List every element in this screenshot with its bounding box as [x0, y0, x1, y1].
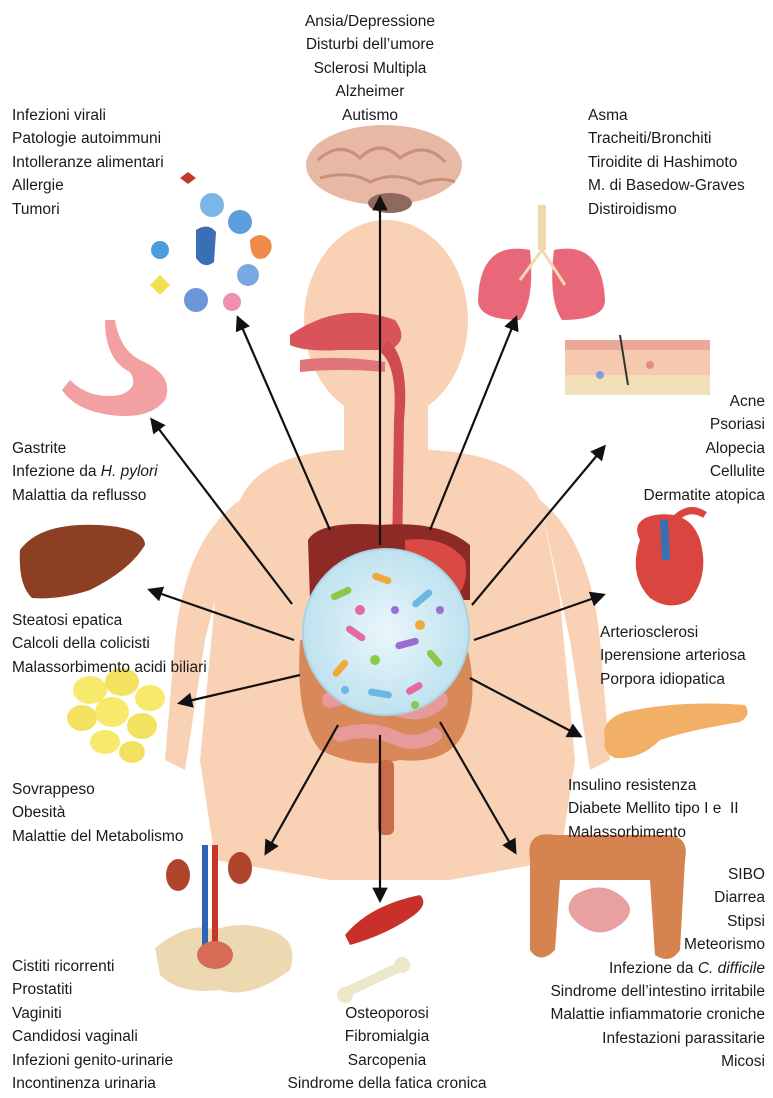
label-heart: Arteriosclerosi Iperensione arteriosa Po…	[600, 621, 746, 691]
stomach-line: Infezione da H. pylori	[12, 460, 158, 483]
intestine-line: Micosi	[550, 1050, 765, 1073]
musculo-line: Sindrome della fatica cronica	[252, 1072, 522, 1095]
heart-icon	[636, 511, 705, 606]
skin-line: Alopecia	[644, 437, 765, 460]
brain-line: Ansia/Depressione	[290, 10, 450, 33]
lungs-line: Distiroidismo	[588, 198, 745, 221]
intestine-line: Malattie infiammatorie croniche	[550, 1003, 765, 1026]
label-skin: Acne Psoriasi Alopecia Cellulite Dermati…	[644, 390, 765, 507]
stomach-line: Gastrite	[12, 437, 158, 460]
skin-line: Dermatite atopica	[644, 484, 765, 507]
lungs-line: Tracheiti/Bronchiti	[588, 127, 745, 150]
lungs-line: M. di Basedow-Graves	[588, 174, 745, 197]
heart-line: Iperensione arteriosa	[600, 644, 746, 667]
muscle-bone-icon	[337, 895, 423, 1003]
musculo-line: Osteoporosi	[252, 1002, 522, 1025]
fat-line: Obesità	[12, 801, 183, 824]
urogenital-line: Infezioni genito-urinarie	[12, 1049, 173, 1072]
lungs-line: Tiroidite di Hashimoto	[588, 151, 745, 174]
immune-line: Infezioni virali	[12, 104, 164, 127]
immune-line: Intolleranze alimentari	[12, 151, 164, 174]
skin-layers-icon	[565, 335, 710, 395]
skin-line: Psoriasi	[644, 413, 765, 436]
liver-line: Malassorbimento acidi biliari	[12, 656, 207, 679]
skin-line: Cellulite	[644, 460, 765, 483]
label-stomach: Gastrite Infezione da H. pylori Malattia…	[12, 437, 158, 507]
liver-line: Calcoli della colicisti	[12, 632, 207, 655]
label-fat: Sovrappeso Obesità Malattie del Metaboli…	[12, 778, 183, 848]
musculo-line: Fibromialgia	[252, 1025, 522, 1048]
brain-line: Sclerosi Multipla	[290, 57, 450, 80]
immune-line: Patologie autoimmuni	[12, 127, 164, 150]
intestine-line: Infezione da C. difficile	[550, 957, 765, 980]
brain-line: Autismo	[290, 104, 450, 127]
cdiff-text: Infezione da	[609, 960, 698, 977]
microbiota-icon	[303, 549, 469, 715]
intestine-line: Infestazioni parassitarie	[550, 1027, 765, 1050]
intestine-line: SIBO	[550, 863, 765, 886]
skin-line: Acne	[644, 390, 765, 413]
label-lungs: Asma Tracheiti/Bronchiti Tiroidite di Ha…	[588, 104, 745, 221]
label-immune: Infezioni virali Patologie autoimmuni In…	[12, 104, 164, 221]
immune-line: Allergie	[12, 174, 164, 197]
heart-line: Arteriosclerosi	[600, 621, 746, 644]
label-musculoskeletal: Osteoporosi Fibromialgia Sarcopenia Sind…	[252, 1002, 522, 1096]
stomach-line2-italic: H. pylori	[101, 463, 158, 480]
immune-cells-icon	[150, 172, 272, 312]
stomach-line2-text: Infezione da	[12, 463, 101, 480]
fat-line: Malattie del Metabolismo	[12, 825, 183, 848]
intestine-line: Diarrea	[550, 886, 765, 909]
lungs-line: Asma	[588, 104, 745, 127]
brain-line: Disturbi dell’umore	[290, 33, 450, 56]
fat-cells-icon	[67, 668, 165, 763]
fat-line: Sovrappeso	[12, 778, 183, 801]
intestine-line: Stipsi	[550, 910, 765, 933]
intestine-line: Sindrome dell’intestino irritabile	[550, 980, 765, 1003]
label-brain: Ansia/Depressione Disturbi dell’umore Sc…	[290, 10, 450, 127]
urogenital-line: Cistiti ricorrenti	[12, 955, 173, 978]
brain-icon	[306, 125, 462, 213]
cdiff-italic: C. difficile	[698, 960, 765, 977]
pancreas-line: Malassorbimento	[568, 821, 739, 844]
pancreas-line: Diabete Mellito tipo I e II	[568, 797, 739, 820]
urogenital-line: Incontinenza urinaria	[12, 1072, 173, 1095]
liver-icon	[20, 525, 145, 599]
stomach-line: Malattia da reflusso	[12, 484, 158, 507]
urogenital-line: Vaginiti	[12, 1002, 173, 1025]
pancreas-icon	[604, 704, 747, 759]
stomach-icon	[62, 320, 167, 416]
label-liver: Steatosi epatica Calcoli della colicisti…	[12, 609, 207, 679]
urogenital-line: Candidosi vaginali	[12, 1025, 173, 1048]
immune-line: Tumori	[12, 198, 164, 221]
liver-line: Steatosi epatica	[12, 609, 207, 632]
intestine-line: Meteorismo	[550, 933, 765, 956]
urogenital-line: Prostatiti	[12, 978, 173, 1001]
musculo-line: Sarcopenia	[252, 1049, 522, 1072]
label-intestine: SIBO Diarrea Stipsi Meteorismo Infezione…	[550, 863, 765, 1074]
lungs-icon	[478, 205, 605, 320]
label-pancreas: Insulino resistenza Diabete Mellito tipo…	[568, 774, 739, 844]
pancreas-line: Insulino resistenza	[568, 774, 739, 797]
brain-line: Alzheimer	[290, 80, 450, 103]
label-urogenital: Cistiti ricorrenti Prostatiti Vaginiti C…	[12, 955, 173, 1095]
heart-line: Porpora idiopatica	[600, 668, 746, 691]
